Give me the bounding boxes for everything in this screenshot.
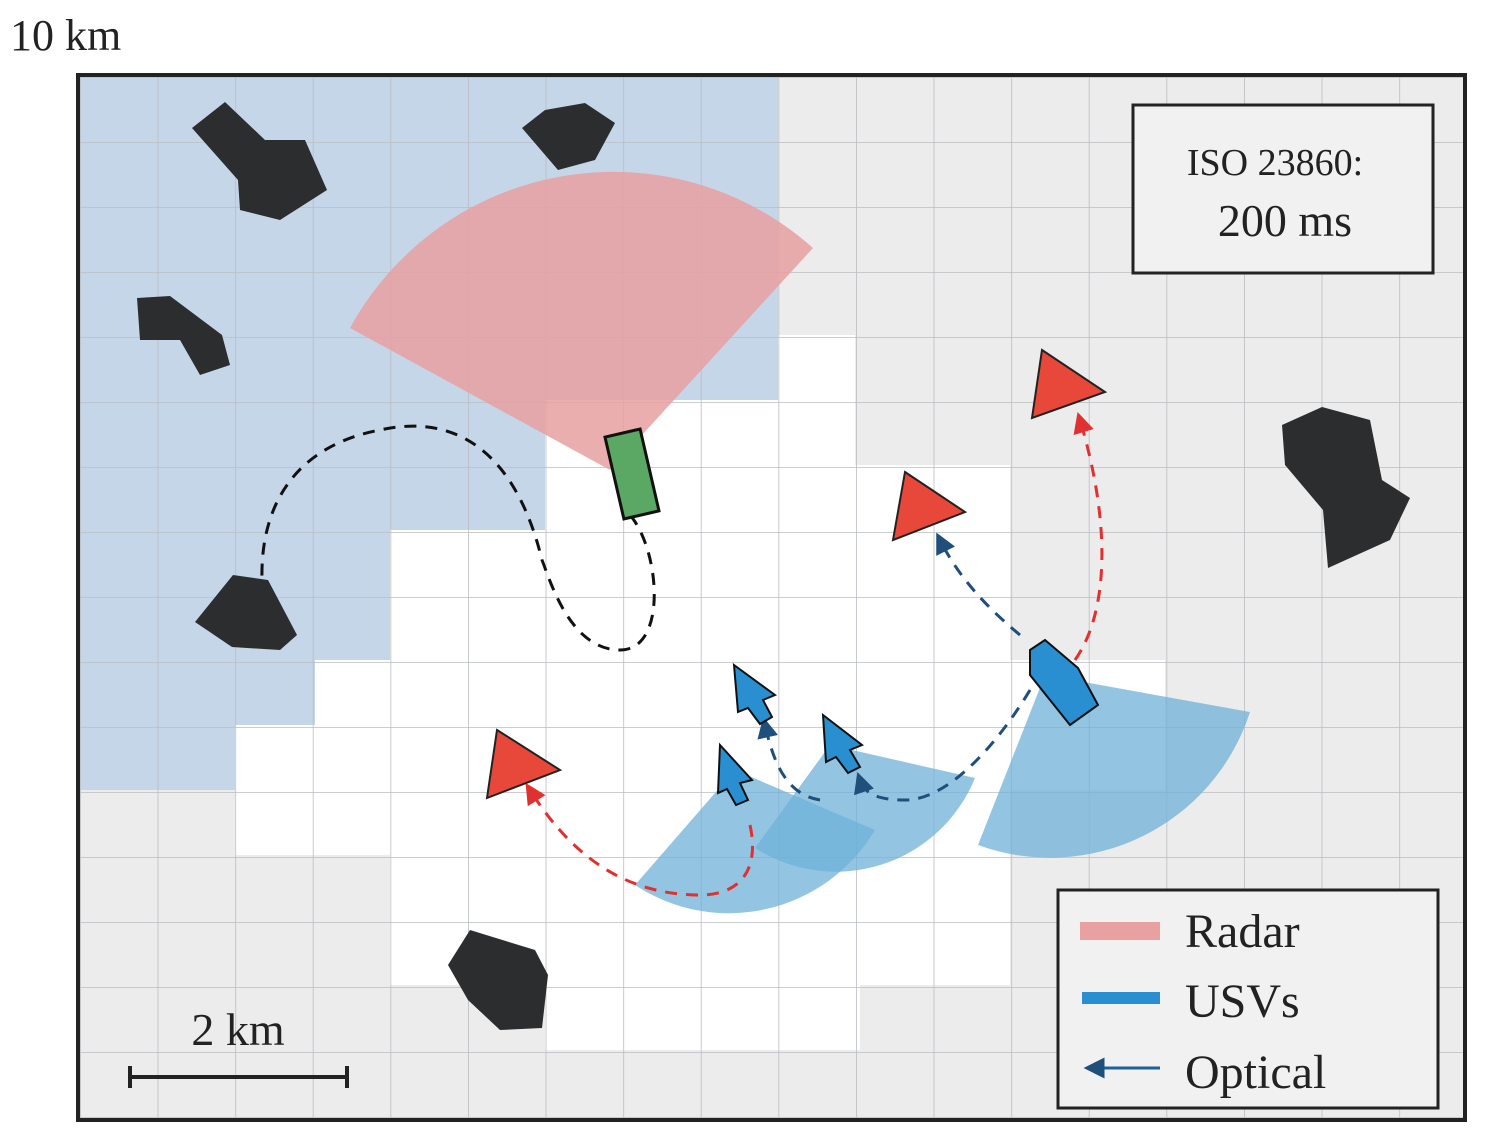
legend-radar-swatch [1080, 922, 1160, 940]
scale-bar-label: 2 km [191, 1004, 285, 1055]
usv-fov-group [635, 675, 1250, 914]
optical-link-path [854, 689, 1032, 802]
info-box-standard: ISO 23860: [1187, 142, 1363, 184]
info-box-background [1131, 103, 1435, 275]
intercept-path [525, 782, 755, 897]
legend-radar-label: Radar [1185, 905, 1300, 958]
target-marker [1030, 348, 1108, 420]
obstacle-group [137, 102, 1410, 1030]
usv-small [732, 662, 778, 726]
legend: Radar USVs Optical [1056, 888, 1440, 1110]
target-group [485, 348, 1108, 800]
radar-coverage-sector [350, 171, 813, 471]
scale-bar-line [128, 1066, 349, 1088]
optical-link-path [757, 716, 821, 802]
intercept-path [1073, 411, 1104, 661]
usv-small [821, 712, 864, 775]
target-marker [891, 470, 968, 542]
obstacle-island [448, 930, 548, 1030]
usv-fov-sector [978, 675, 1250, 858]
obstacle-island [137, 296, 230, 375]
vessel-track-path [260, 424, 656, 652]
legend-optical-label: Optical [1185, 1046, 1326, 1099]
radar-vessel [603, 427, 661, 521]
info-box-latency: 200 ms [1218, 195, 1352, 246]
scale-title: 10 km [10, 11, 122, 60]
usv-large [1029, 638, 1100, 727]
legend-usv-swatch [1082, 992, 1160, 1004]
info-box: ISO 23860: 200 ms [1131, 103, 1435, 275]
legend-usv-label: USVs [1185, 975, 1300, 1028]
obstacle-island [195, 575, 297, 650]
map-frame [76, 73, 1467, 1122]
optical-link-path [936, 532, 1021, 637]
obstacle-island [192, 102, 327, 220]
usv-fov-sector [635, 770, 875, 914]
scale-bar: 2 km [128, 1004, 349, 1088]
obstacle-island [522, 103, 615, 170]
usv-group [716, 638, 1100, 807]
target-marker [485, 728, 563, 800]
usv-small [716, 742, 754, 807]
obstacle-island [1282, 407, 1410, 568]
